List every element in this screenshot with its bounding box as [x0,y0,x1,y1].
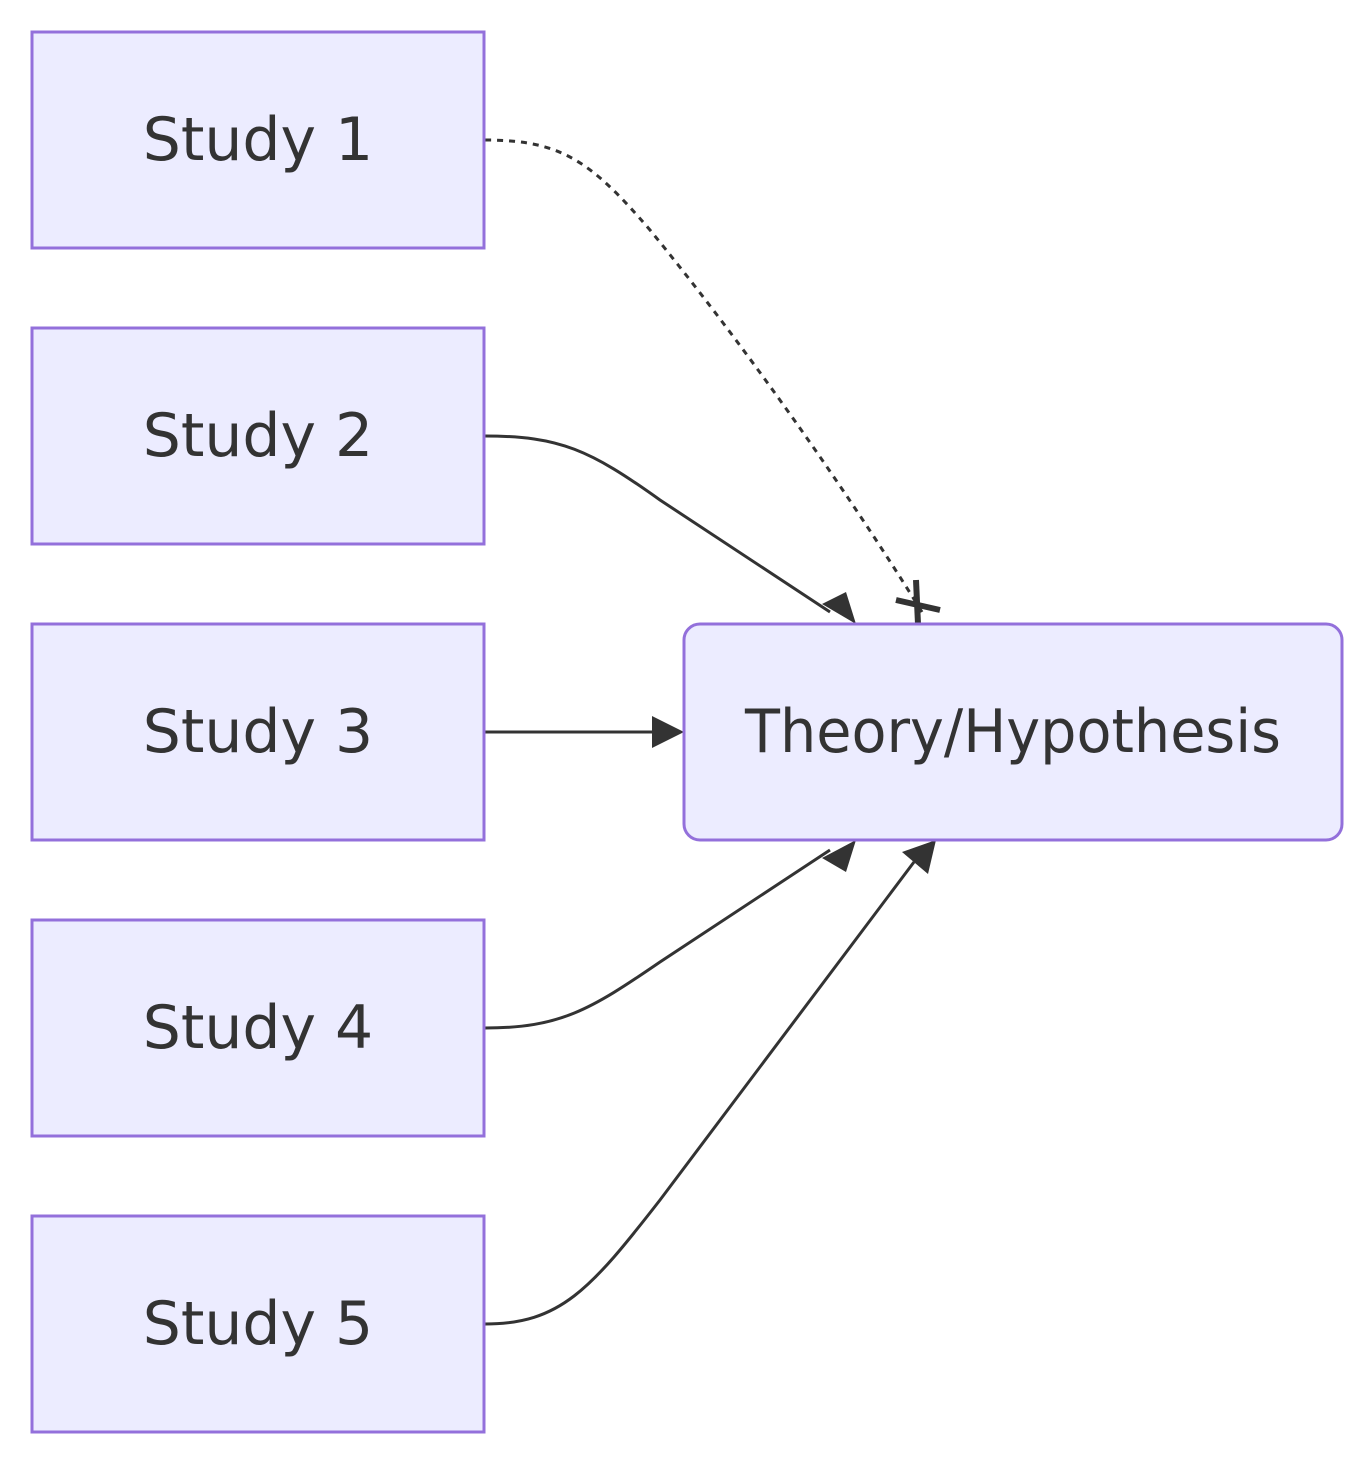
node-study-4[interactable]: Study 4 [30,918,486,1138]
arrowhead-icon [652,716,684,748]
node-theory-hypothesis[interactable]: Theory/Hypothesis [682,622,1344,842]
node-label: Study 1 [143,105,373,175]
edge-study1-theory [484,138,924,613]
node-label: Study 3 [143,697,373,767]
node-study-5[interactable]: Study 5 [30,1214,486,1434]
arrowhead-icon [822,592,856,624]
node-label: Theory/Hypothesis [744,697,1281,767]
arrowhead-icon [822,840,856,872]
cross-marker-icon [895,579,941,625]
node-study-1[interactable]: Study 1 [30,30,486,250]
edge-study2-theory [484,434,831,614]
edge-study5-theory [484,861,916,1326]
edges-layer [484,138,941,1326]
node-label: Study 2 [143,401,373,471]
arrowhead-icon [902,840,936,874]
node-label: Study 5 [143,1289,373,1359]
node-study-3[interactable]: Study 3 [30,622,486,842]
node-study-2[interactable]: Study 2 [30,326,486,546]
edge-study4-theory [484,848,831,1030]
node-label: Study 4 [143,993,373,1063]
